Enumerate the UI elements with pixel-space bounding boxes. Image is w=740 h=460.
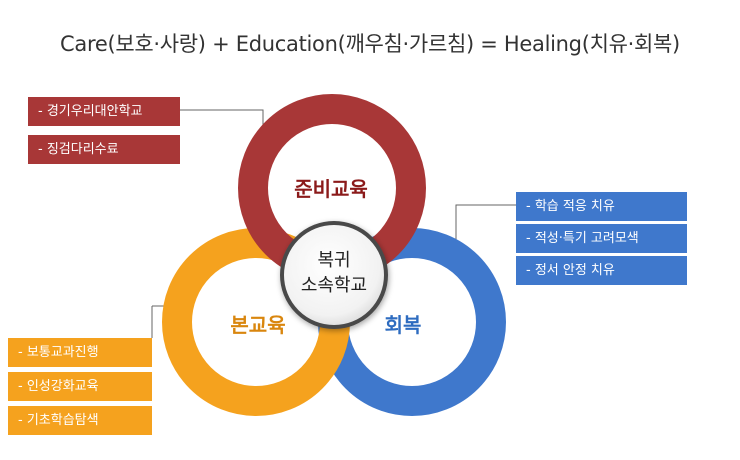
center-circle — [280, 221, 388, 329]
list-item-top-left-1: - 경기우리대안학교 — [28, 97, 180, 126]
center-line2: 소속학교 — [301, 275, 367, 296]
list-item-right-3: - 정서 안정 치유 — [516, 256, 687, 285]
list-item-bottom-left-3: - 기초학습탐색 — [8, 406, 152, 435]
formula-title: Care(보호·사랑) + Education(깨우침·가르침) = Heali… — [60, 32, 680, 56]
leader-line-top — [180, 109, 264, 145]
list-item-top-left-2: - 징검다리수료 — [28, 135, 180, 164]
list-item-right-2: - 적성·특기 고려모색 — [516, 224, 687, 253]
ring-right-label: 회복 — [385, 313, 422, 337]
list-item-bottom-left-2: - 인성강화교육 — [8, 372, 152, 401]
list-item-right-1: - 학습 적응 치유 — [516, 192, 687, 221]
list-item-bottom-left-1: - 보통교과진행 — [8, 338, 152, 367]
ring-top-label: 준비교육 — [294, 177, 368, 201]
center-line1: 복귀 — [317, 250, 350, 271]
ring-left-label: 본교육 — [230, 313, 285, 337]
